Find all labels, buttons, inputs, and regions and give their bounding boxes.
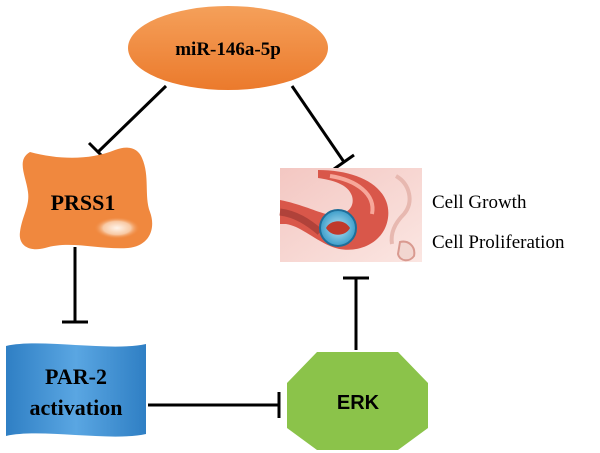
prss1-node: PRSS1 bbox=[19, 147, 153, 250]
par2-label-line2: activation bbox=[30, 395, 123, 420]
edge-par2-to-erk bbox=[148, 392, 281, 418]
outcome-cell-proliferation: Cell Proliferation bbox=[432, 232, 565, 253]
prss1-nucleus bbox=[94, 217, 140, 239]
edge-prss1-to-par2 bbox=[62, 247, 88, 324]
mirna-label: miR-146a-5p bbox=[175, 39, 281, 60]
edge-erk-to-stomach bbox=[343, 276, 369, 350]
edge-mirna-to-stomach bbox=[290, 85, 355, 171]
erk-label: ERK bbox=[337, 392, 380, 414]
outcome-cell-growth: Cell Growth bbox=[432, 192, 527, 213]
par2-node: PAR-2 activation bbox=[6, 343, 146, 437]
prss1-label: PRSS1 bbox=[51, 190, 116, 215]
stomach-cancer-illustration-icon bbox=[279, 168, 422, 262]
par2-label-line1: PAR-2 bbox=[45, 364, 107, 389]
erk-node: ERK bbox=[287, 352, 428, 450]
mirna-node: miR-146a-5p bbox=[128, 6, 328, 90]
